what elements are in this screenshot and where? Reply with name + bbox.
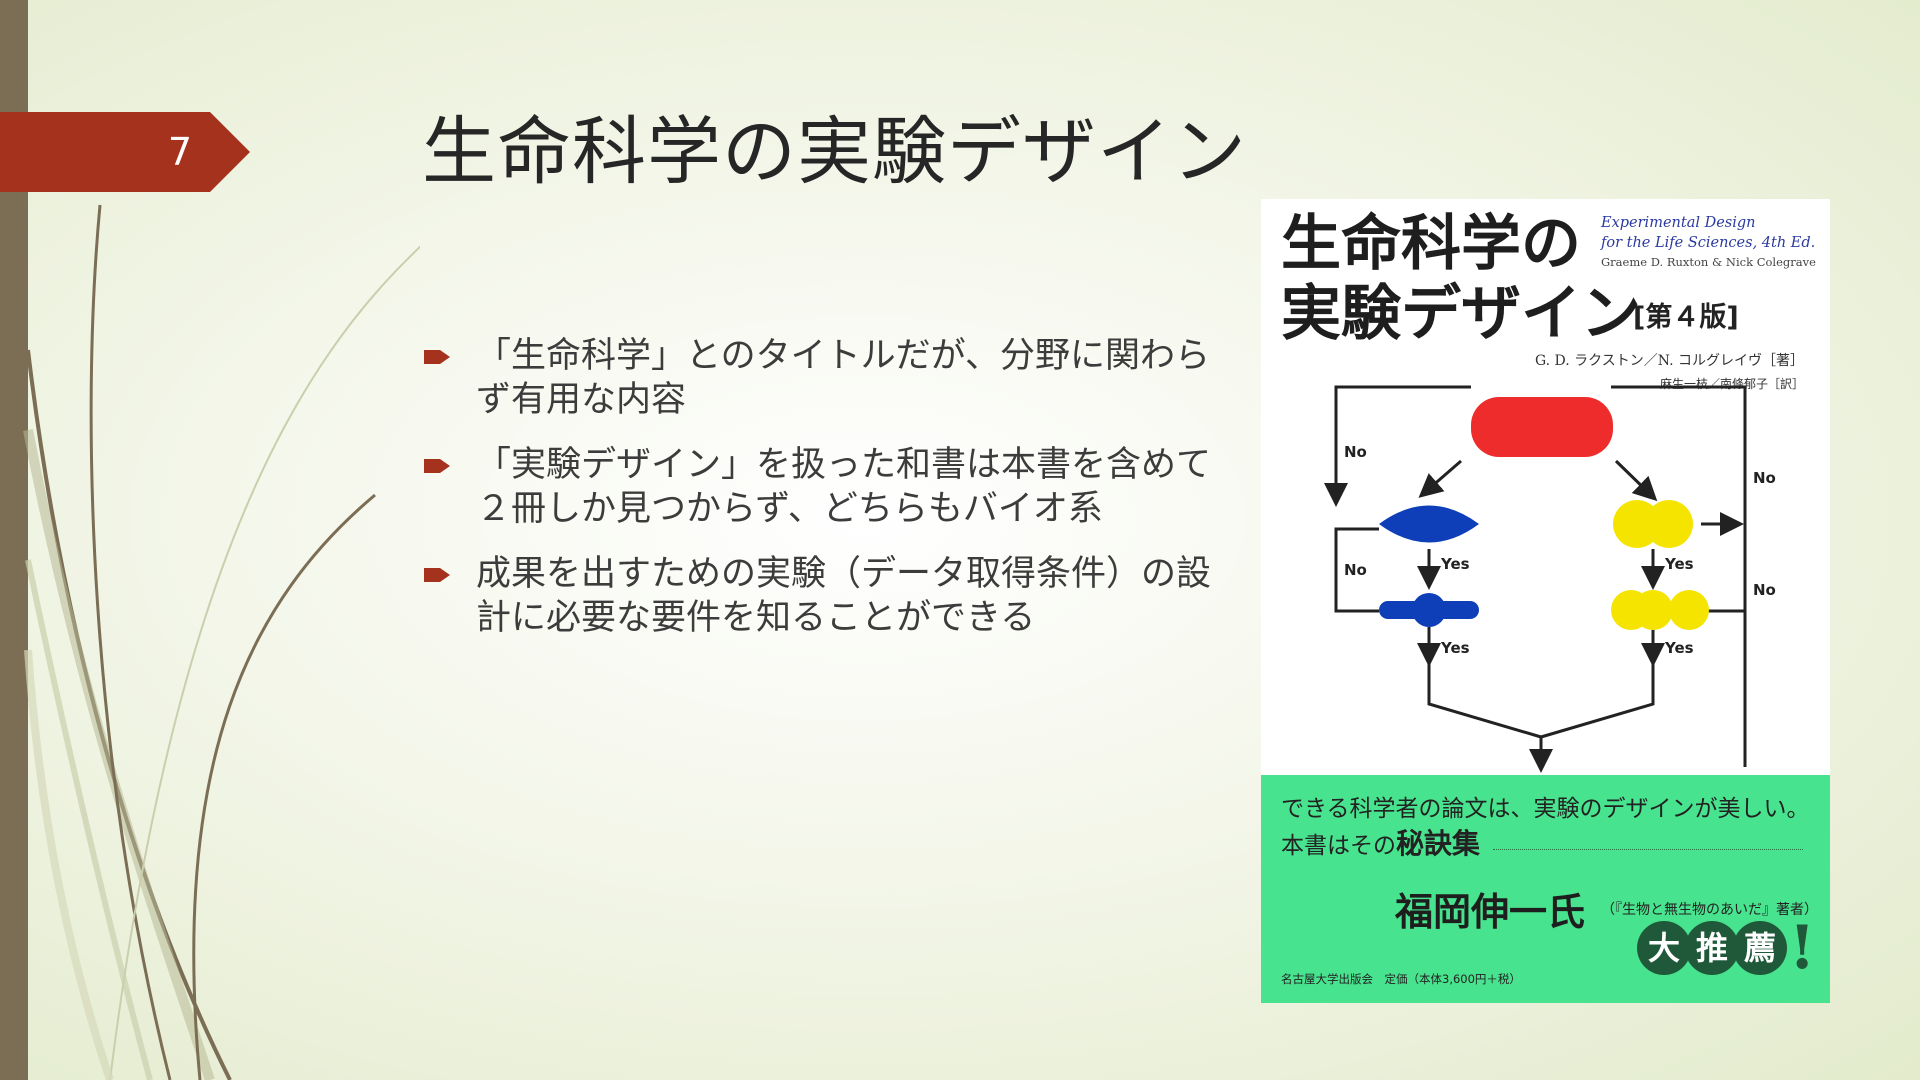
cover-blurb-line2: 本書はその秘訣集 — [1281, 822, 1480, 862]
book-cover-image: 生命科学の 実験デザイン [第４版] Experimental Design f… — [1261, 199, 1830, 1003]
badge-exclamation: ! — [1789, 913, 1816, 983]
slide-number-tag: 7 — [0, 112, 250, 192]
cover-blurb-line1: できる科学者の論文は、実験のデザインが美しい。 — [1281, 796, 1810, 822]
flowchart-label-no: No — [1344, 443, 1367, 461]
bullet-text: 成果を出すための実験（データ取得条件）の設計に必要な要件を知ることができる — [476, 554, 1212, 638]
cover-publisher-price: 名古屋大学出版会 定価（本体3,600円＋税） — [1281, 972, 1521, 986]
cover-recommender-note: （『生物と無生物のあいだ』著者） — [1601, 902, 1818, 918]
cover-english-title: Experimental Design for the Life Science… — [1601, 213, 1816, 271]
flowchart-label-no: No — [1344, 561, 1367, 579]
cover-authors: G. D. ラクストン／N. コルグレイヴ［著］ — [1534, 353, 1804, 369]
bullet-arrow-icon — [424, 568, 450, 582]
slide-title: 生命科学の実験デザイン — [422, 109, 1247, 195]
cover-edition: [第４版] — [1633, 302, 1739, 333]
bullet-item: 「生命科学」とのタイトルだが、分野に関わらず有用な内容 — [420, 334, 1240, 422]
flowchart-label-yes: Yes — [1664, 639, 1694, 657]
bullet-text: 「生命科学」とのタイトルだが、分野に関わらず有用な内容 — [476, 336, 1210, 420]
bullet-list: 「生命科学」とのタイトルだが、分野に関わらず有用な内容 「実験デザイン」を扱った… — [420, 334, 1240, 661]
flowchart-illustration: No No No No Yes Yes Yes Yes — [1324, 385, 1776, 773]
cover-green-band: できる科学者の論文は、実験のデザインが美しい。 本書はその秘訣集 福岡伸一氏 （… — [1261, 775, 1830, 1003]
bullet-arrow-icon — [424, 459, 450, 473]
badge-char: 推 — [1685, 921, 1739, 975]
cover-english-authors: Graeme D. Ruxton & Nick Colegrave — [1601, 255, 1816, 269]
flowchart-label-yes: Yes — [1440, 555, 1470, 573]
dotted-leader — [1493, 849, 1803, 850]
bullet-item: 成果を出すための実験（データ取得条件）の設計に必要な要件を知ることができる — [420, 552, 1240, 640]
bullet-item: 「実験デザイン」を扱った和書は本書を含めて２冊しか見つからず、どちらもバイオ系 — [420, 443, 1240, 531]
badge-char: 薦 — [1733, 921, 1787, 975]
cover-blurb-prefix: 本書はその — [1281, 833, 1396, 859]
cover-blurb-emphasis: 秘訣集 — [1396, 827, 1481, 860]
cover-title-line1: 生命科学の — [1281, 209, 1581, 279]
badge-char: 大 — [1637, 921, 1691, 975]
cover-title: 生命科学の 実験デザイン — [1281, 209, 1641, 349]
cover-english-line2: for the Life Sciences, 4th Ed. — [1601, 235, 1816, 251]
cover-english-line1: Experimental Design — [1601, 215, 1756, 231]
flowchart-label-no: No — [1753, 581, 1776, 599]
cover-title-line2: 実験デザイン — [1281, 279, 1641, 349]
bullet-arrow-icon — [424, 350, 450, 364]
decorative-curves — [23, 204, 420, 1080]
flowchart-label-no: No — [1753, 469, 1776, 487]
cover-recommender: 福岡伸一氏 — [1395, 889, 1586, 934]
flowchart-label-yes: Yes — [1664, 555, 1694, 573]
slide-number: 7 — [167, 130, 193, 174]
bullet-text: 「実験デザイン」を扱った和書は本書を含めて２冊しか見つからず、どちらもバイオ系 — [476, 445, 1212, 529]
flowchart-label-yes: Yes — [1440, 639, 1470, 657]
